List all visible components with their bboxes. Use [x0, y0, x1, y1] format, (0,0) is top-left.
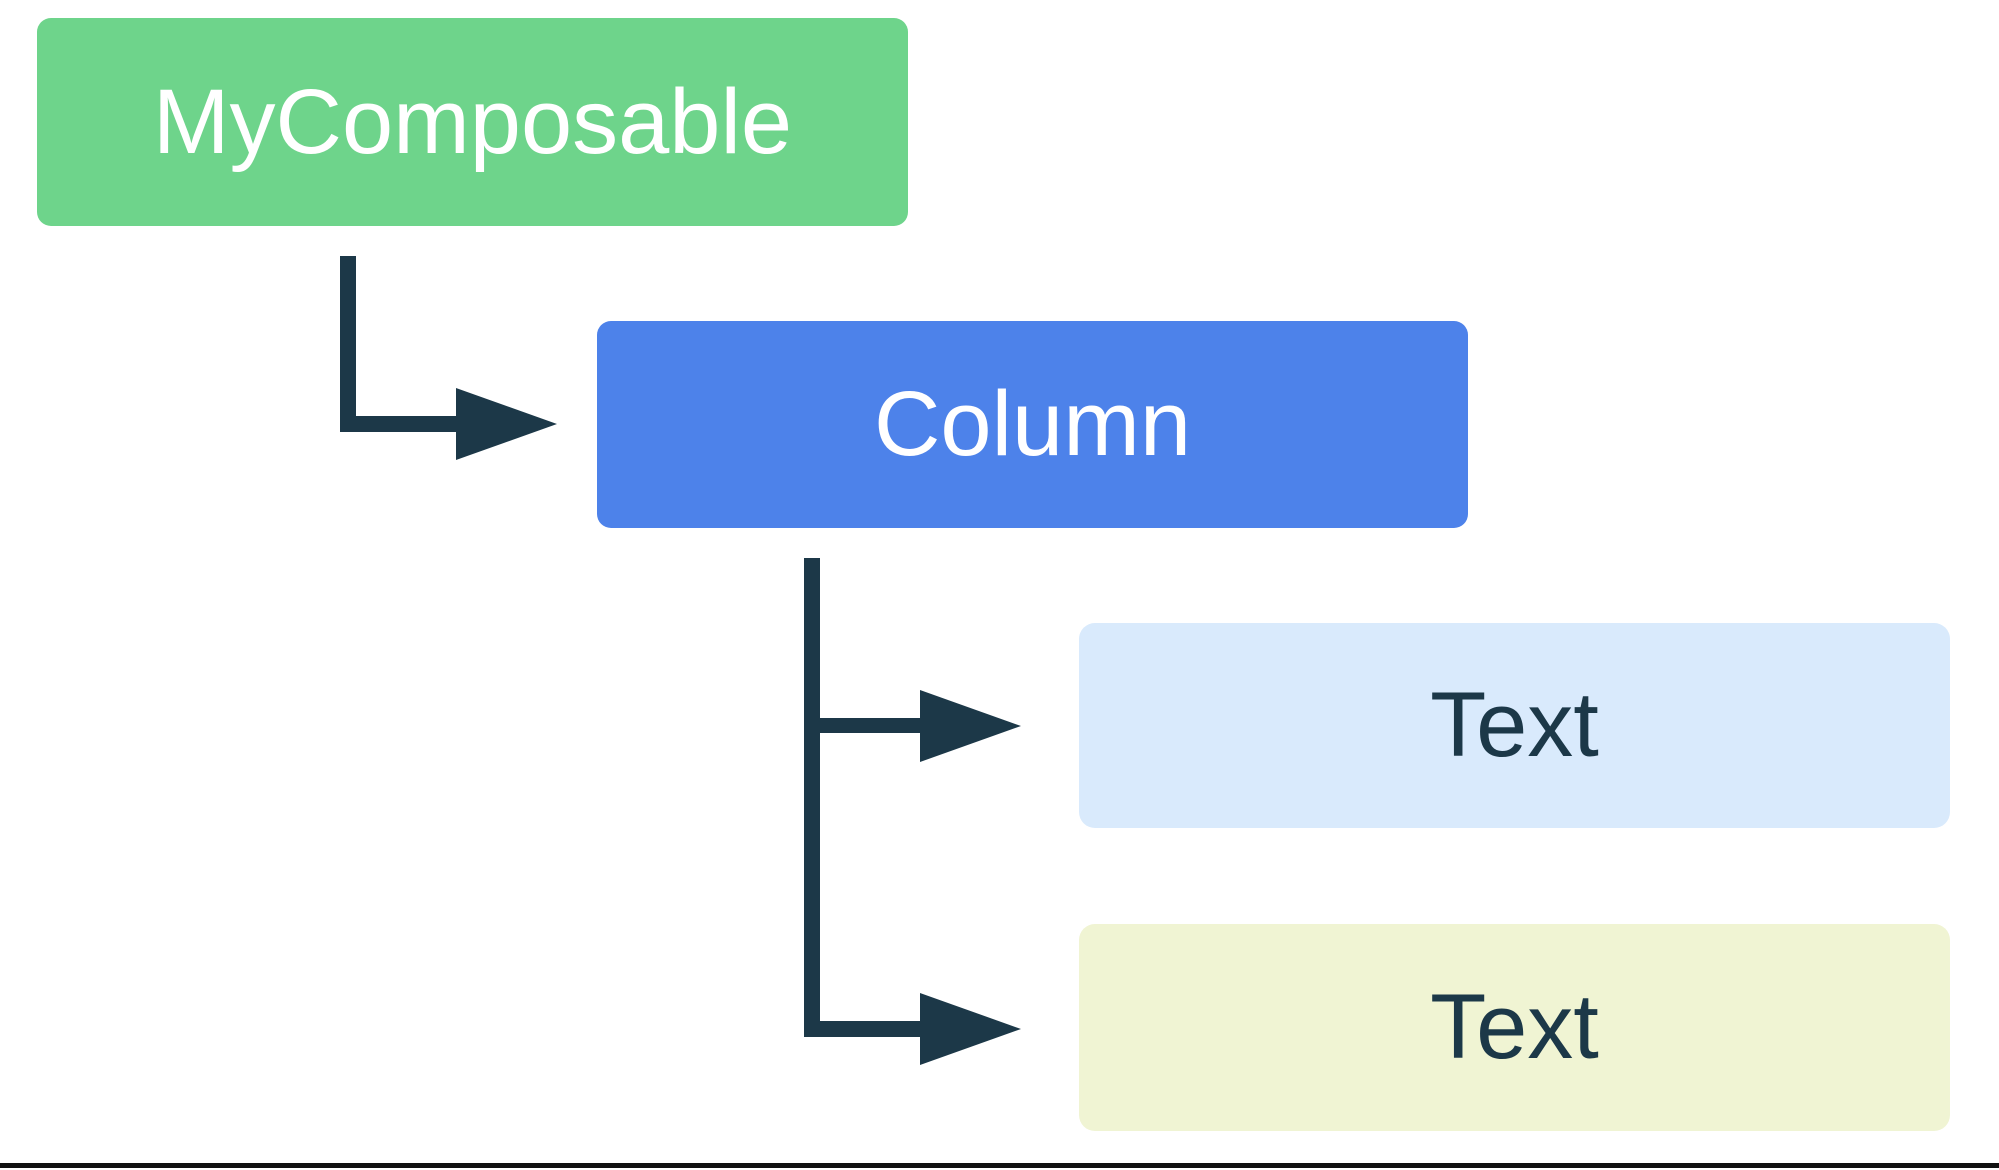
- node-text-2: Text: [1079, 924, 1950, 1131]
- node-text-1-label: Text: [1430, 674, 1599, 776]
- bottom-border-line: [0, 1163, 1999, 1168]
- node-mycomposable-label: MyComposable: [152, 70, 793, 173]
- node-column: Column: [597, 321, 1468, 528]
- arrow-column-to-text-2: [804, 993, 1021, 1065]
- arrow-column-to-text-1: [804, 690, 1021, 762]
- node-text-1: Text: [1079, 623, 1950, 828]
- node-column-label: Column: [873, 373, 1191, 475]
- arrow-mycomposable-to-column: [340, 256, 557, 460]
- node-mycomposable: MyComposable: [37, 18, 908, 226]
- node-text-2-label: Text: [1430, 976, 1599, 1078]
- arrow-column-trunk: [804, 558, 820, 1037]
